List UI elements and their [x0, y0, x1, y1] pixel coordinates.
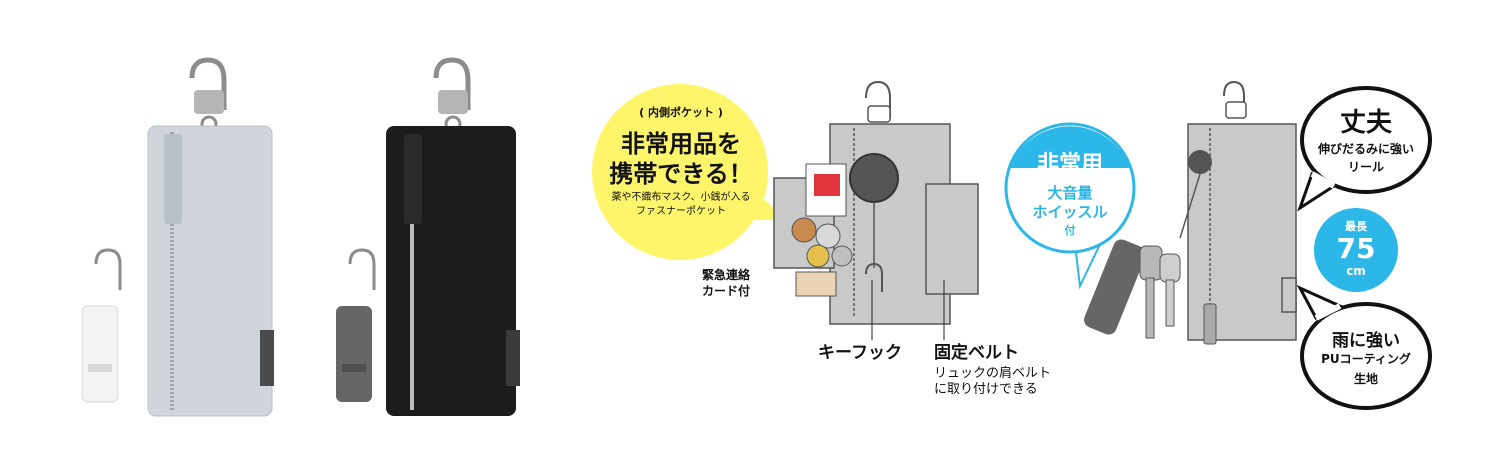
whistle-bubble-line-3: 付 [1064, 224, 1076, 237]
length-badge-unit: cm [1346, 264, 1366, 278]
inner-pocket-sub-1: 薬や不織布マスク、小銭が入る [611, 192, 751, 203]
fixed-belt-desc-1: リュックの肩ベルト [934, 366, 1052, 381]
key-hook-label: キーフック [818, 343, 902, 363]
whistle-bubble-line-2: ホイッスル [1032, 203, 1108, 221]
inner-pocket-headline-2: 携帯できる！ [609, 160, 753, 188]
durable-bubble-line-2: リール [1347, 160, 1384, 174]
durable-bubble-line-1: 伸びだるみに強い [1317, 142, 1414, 156]
durable-bubble [1290, 82, 1440, 212]
rain-bubble-line-2: PUコーティング [1321, 352, 1411, 366]
durable-bubble-title: 丈夫 [1339, 108, 1392, 138]
emergency-card-label-1: 緊急連絡 [702, 268, 751, 282]
whistle-bubble-line-1: 大音量 [1047, 184, 1093, 202]
inner-pocket-bubble [588, 80, 788, 270]
inner-pocket-sub-2: ファスナーポケット [636, 206, 726, 217]
rain-bubble [1290, 284, 1440, 414]
emergency-card-label-2: カード付 [702, 284, 751, 298]
length-badge [1314, 208, 1398, 292]
pouch-interior-diagram [770, 78, 990, 328]
length-badge-value: 75 [1336, 232, 1376, 265]
whistle-bubble-header: 非常用 [1036, 152, 1103, 177]
inner-pocket-tag: ( 内側ポケット ) [639, 106, 723, 119]
inner-pocket-headline-1: 非常用品を [621, 130, 741, 158]
fixed-belt-label: 固定ベルト [934, 343, 1019, 363]
rain-bubble-line-1: 雨に強い [1332, 331, 1400, 351]
product-photo-dark [310, 50, 550, 430]
length-badge-label: 最長 [1345, 220, 1367, 233]
rain-bubble-line-3: 生地 [1353, 372, 1378, 386]
product-photo-light [60, 50, 300, 430]
whistle-bubble [996, 120, 1146, 290]
pouch-exterior-diagram [1080, 78, 1300, 368]
callout-lines [760, 280, 980, 360]
fixed-belt-desc-2: に取り付けできる [934, 382, 1038, 397]
